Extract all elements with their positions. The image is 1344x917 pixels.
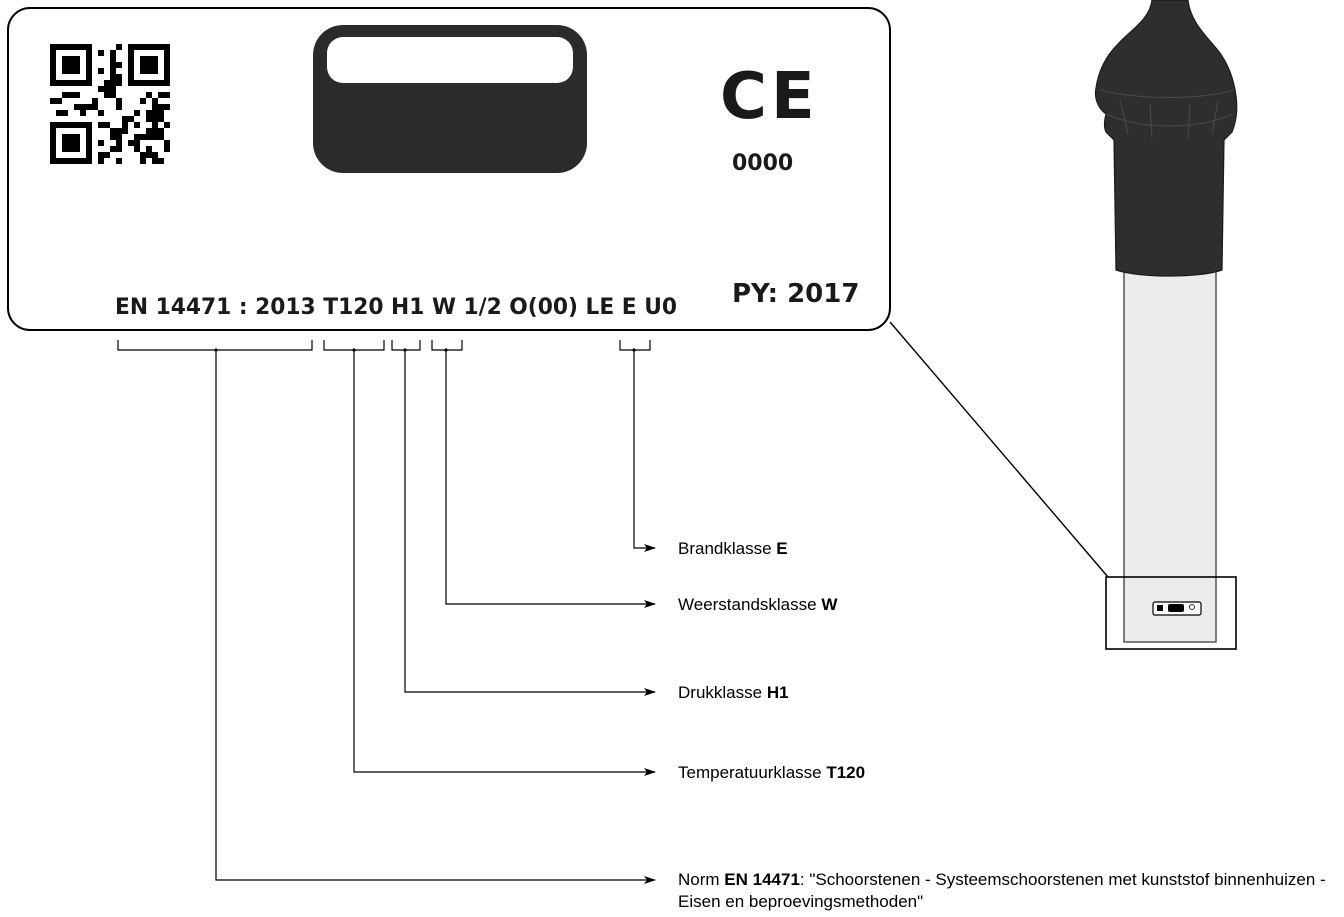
callout-brandklasse: Brandklasse E: [678, 539, 788, 558]
leader-norm: [215, 350, 656, 884]
leader-drukklasse: [404, 350, 656, 696]
ce-mark-icon: CE: [720, 60, 819, 134]
callout-weerstandsklasse: Weerstandsklasse W: [678, 595, 838, 614]
qr-code-icon: [50, 44, 170, 164]
product-icon: [313, 25, 587, 173]
label-location-box: [1105, 576, 1237, 650]
leader-lines: [215, 350, 656, 884]
chimney-pipe: [1094, 0, 1238, 643]
leader-weerstandsklasse: [445, 350, 656, 608]
callout-temperatuurklasse: Temperatuurklasse T120: [678, 763, 866, 782]
leader-temperatuurklasse: [353, 350, 656, 776]
code-brackets: [117, 340, 651, 351]
classification-code: EN 14471 : 2013 T120 H1 W 1/2 O(00) LE E…: [115, 295, 677, 320]
mini-label-icon: [1152, 601, 1202, 616]
production-year: PY: 2017: [732, 279, 859, 309]
leader-brandklasse: [633, 350, 656, 552]
callout-drukklasse: Drukklasse H1: [678, 683, 789, 702]
zoom-connector-line: [889, 321, 1109, 578]
notified-body-number: 0000: [732, 151, 793, 176]
callout-norm: Norm EN 14471: "Schoorstenen - Systeemsc…: [678, 870, 1326, 911]
